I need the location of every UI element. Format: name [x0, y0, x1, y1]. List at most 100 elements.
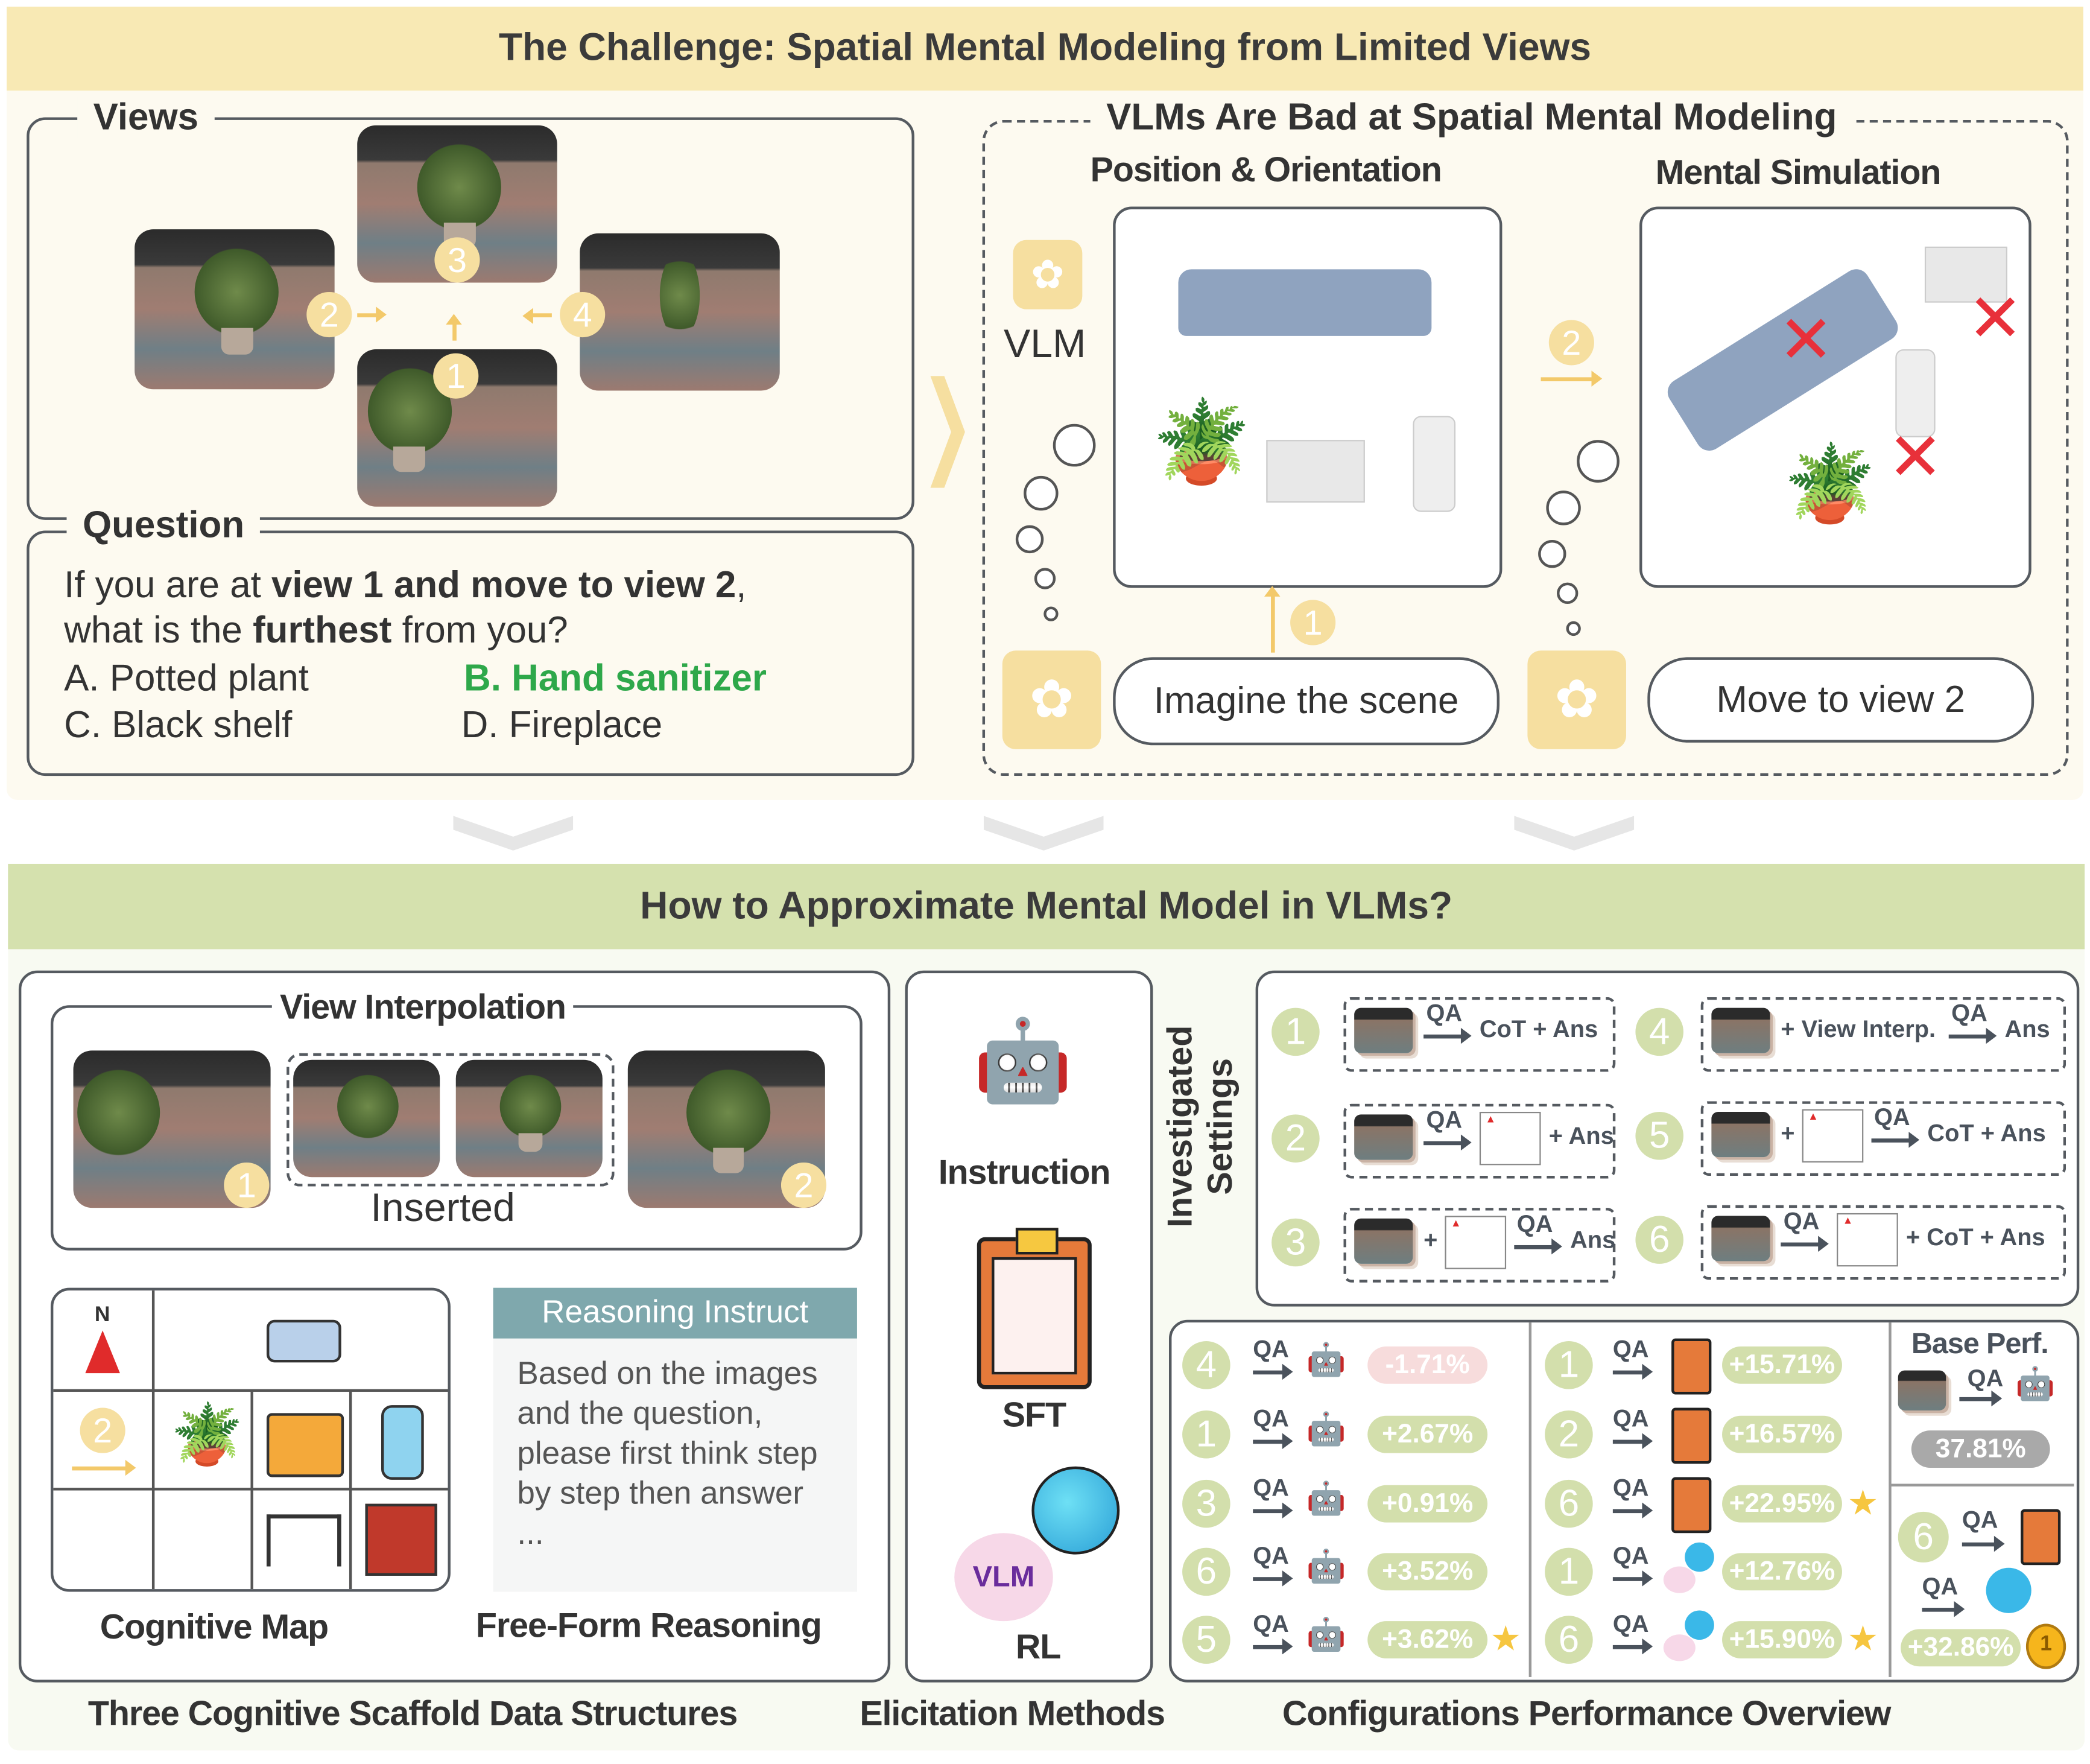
potted-plant-icon: 🪴	[170, 1402, 244, 1468]
arrow-icon	[1962, 1535, 2005, 1552]
perf-config-number: 3	[1182, 1479, 1230, 1528]
cognitive-map-thumbnail: ▲	[1802, 1109, 1864, 1163]
method-instruction: Instruction	[938, 1152, 1111, 1192]
view-interpolation-title: View Interpolation	[271, 986, 574, 1028]
rl-vlm-brain-icon	[1663, 1634, 1696, 1661]
perf-config-number: 6	[1182, 1547, 1230, 1596]
setting-config-1	[1343, 997, 1616, 1072]
sft-clipboard-icon	[1671, 1407, 1712, 1464]
input-images-thumbnail	[1711, 1216, 1770, 1261]
rl-vlm-brain-icon	[1663, 1566, 1696, 1593]
sft-clipboard-icon	[2021, 1509, 2061, 1566]
perf-value: +3.62%	[1367, 1621, 1488, 1658]
question-label: Question	[66, 504, 261, 547]
qa-label: QA	[1951, 1000, 1987, 1027]
tissue-box-image	[1924, 246, 2007, 303]
instruction-robot-icon: 🤖	[1306, 1412, 1346, 1448]
arrow-icon	[1423, 1027, 1472, 1044]
interp-number-1: 1	[224, 1162, 270, 1208]
tissue-box-image	[1266, 440, 1365, 503]
q-text: what is the	[64, 609, 253, 651]
perf-config-number: 2	[1545, 1410, 1593, 1459]
plus-label: +	[1781, 1120, 1795, 1147]
base-perf-label: Base Perf.	[1911, 1326, 2049, 1360]
wrong-x-icon: ✕	[1778, 302, 1834, 378]
qa-label: QA	[1783, 1208, 1820, 1235]
best-qa-2: QA	[1922, 1573, 1959, 1600]
chevron-down-icon	[983, 816, 1104, 851]
output-label: CoT + Ans	[1479, 1015, 1598, 1043]
fireplace-icon	[365, 1503, 437, 1576]
sft-clipboard-icon	[1671, 1477, 1712, 1534]
vlm-logo-icon: ✿	[1527, 650, 1626, 749]
interp-photo-inserted-2	[455, 1059, 603, 1178]
input-images-thumbnail	[1354, 1007, 1413, 1053]
position-orientation-title: Position & Orientation	[1090, 149, 1442, 189]
perf-value: +22.95%	[1722, 1485, 1842, 1523]
setting-config-2	[1343, 1103, 1616, 1179]
perf-config-number: 6	[1545, 1616, 1593, 1664]
cognitive-map-thumbnail: ▲	[1837, 1213, 1898, 1267]
thought-bubble	[1557, 582, 1579, 604]
qa-label: QA	[1253, 1542, 1289, 1569]
method-rl: RL	[1015, 1626, 1062, 1667]
sofa-icon	[266, 1319, 341, 1363]
star-icon: ★	[1847, 1482, 1879, 1523]
setting-config-3	[1343, 1208, 1616, 1283]
thought-bubble	[1577, 440, 1620, 483]
arrow-up-icon	[1271, 594, 1275, 653]
arrow-right-icon	[357, 306, 387, 323]
arrow-right-icon	[72, 1459, 136, 1476]
inserted-views-group	[287, 1053, 615, 1187]
plus-label: +	[1423, 1226, 1438, 1254]
qa-label: QA	[1253, 1336, 1289, 1363]
divider	[1528, 1322, 1532, 1677]
thought-bubble	[1566, 621, 1581, 636]
perf-config-number: 6	[1545, 1479, 1593, 1528]
sanitizer-image	[1895, 349, 1936, 437]
chevron-down-icon	[453, 816, 574, 851]
tissue-box-icon	[266, 1413, 344, 1477]
setting-number: 1	[1271, 1007, 1320, 1056]
step-1-badge: 1	[1290, 600, 1336, 646]
star-icon: ★	[1490, 1618, 1522, 1658]
perf-value: +3.52%	[1367, 1553, 1488, 1591]
chevron-down-icon	[1514, 816, 1635, 851]
table-icon	[266, 1514, 341, 1567]
vlm-failure-title: VLMs Are Bad at Spatial Mental Modeling	[1090, 96, 1853, 139]
perf-value: +15.71%	[1722, 1346, 1842, 1384]
question-box	[27, 530, 914, 776]
caption-elicitation: Elicitation Methods	[860, 1693, 1165, 1733]
instruction-robot-icon: 🤖	[1306, 1549, 1346, 1585]
wrong-x-icon: ✕	[1887, 420, 1943, 495]
qa-label: QA	[1873, 1103, 1910, 1131]
thought-bubble	[1538, 539, 1566, 568]
perf-value: +0.91%	[1367, 1485, 1488, 1523]
free-form-reasoning-label: Free-Form Reasoning	[475, 1605, 822, 1645]
base-input-thumbnail	[1898, 1370, 1946, 1410]
input-images-thumbnail	[1354, 1114, 1413, 1160]
prompt-imagine-scene: Imagine the scene	[1113, 657, 1500, 746]
setting-config-5	[1700, 1101, 2066, 1176]
arrow-icon	[1612, 1502, 1653, 1518]
qa-label: QA	[1426, 1000, 1463, 1027]
q-text: from you?	[391, 609, 568, 651]
view-number-4: 4	[560, 291, 606, 338]
north-label: N	[94, 1304, 110, 1327]
arrow-icon	[1253, 1502, 1293, 1518]
option-c: C. Black shelf	[64, 703, 293, 746]
arrow-right-icon	[1541, 370, 1603, 387]
perf-config-number: 5	[1182, 1616, 1230, 1664]
sanitizer-image	[1413, 416, 1456, 512]
output-label: Ans	[2004, 1015, 2050, 1043]
reasoning-instruct-text: Based on the images and the question, pl…	[517, 1356, 818, 1552]
vlm-logo-icon: ✿	[1013, 240, 1083, 309]
instruction-robot-icon: 🤖	[973, 1015, 1073, 1105]
arrow-icon	[1514, 1238, 1562, 1255]
view-number-2: 2	[306, 291, 352, 338]
q-bold: furthest	[253, 609, 392, 651]
thought-bubble	[1024, 475, 1059, 511]
setting-number: 5	[1635, 1111, 1683, 1160]
perf-config-number: 4	[1182, 1341, 1230, 1389]
q-bold: view 1 and move to view 2	[271, 563, 736, 606]
